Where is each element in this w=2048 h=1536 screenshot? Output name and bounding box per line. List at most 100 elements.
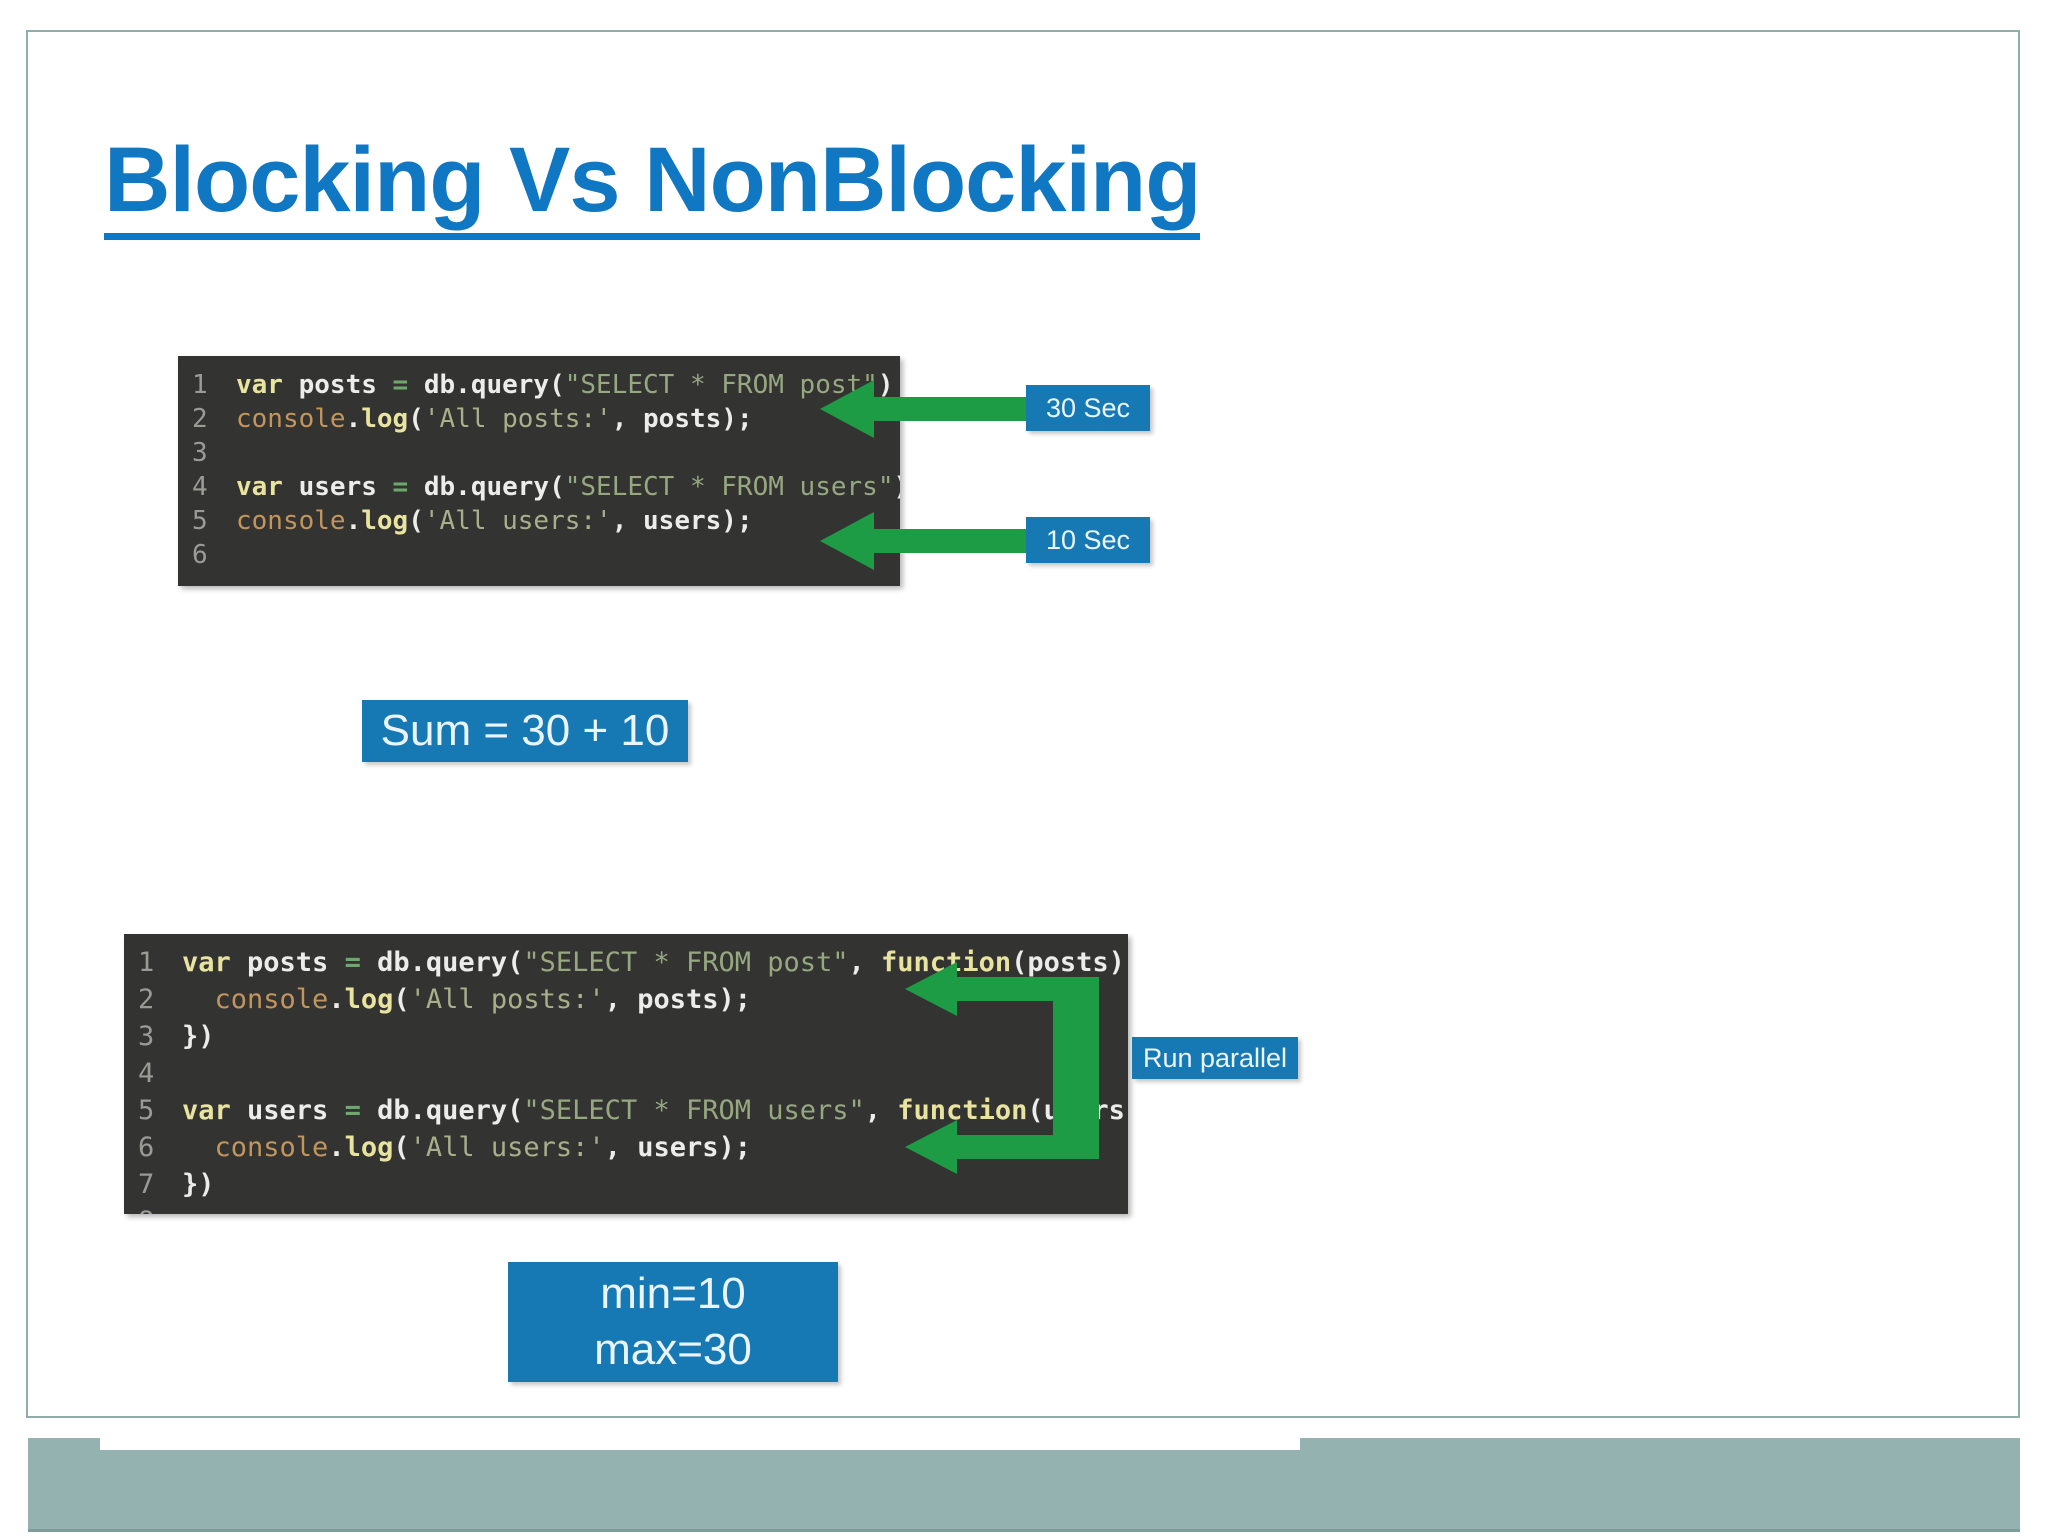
code-token: . [328,1132,345,1163]
code-token: log [361,404,409,434]
code-token: posts [637,984,719,1015]
minmax-min-text: min=10 [600,1269,746,1318]
footer-notch [28,1438,100,1452]
code-line: 3}) [138,1018,1128,1055]
code-line: 5 console.log('All users:', users); [192,504,900,538]
code-token: posts [247,947,345,978]
footer-band-right [1300,1438,2020,1532]
code-line: 6 [192,538,900,572]
footer-band-left [28,1450,1300,1532]
code-token: }) [182,1169,215,1200]
code-token: db.query( [423,370,565,400]
code-token: db.query( [377,947,524,978]
code-token: = [344,1095,378,1126]
code-token: ); [721,506,753,536]
code-token: , [611,506,644,536]
code-token: console [182,1132,329,1163]
code-line-text: }) [182,1018,215,1055]
code-token: ) [893,472,900,502]
code-token: , [604,984,638,1015]
code-line: 2 console.log('All posts:', posts); [192,402,900,436]
code-token: posts [643,404,722,434]
code-line: 6 console.log('All users:', users); [138,1129,1128,1166]
code-token: users [247,1095,345,1126]
code-line: 3 [192,436,900,470]
code-line: 2 console.log('All posts:', posts); [138,981,1128,1018]
code-token: users [637,1132,719,1163]
code-line-number: 5 [192,506,208,536]
code-token: 'All users:' [409,1132,605,1163]
code-token: = [392,472,424,502]
code-line-text: var posts = db.query("SELECT * FROM post… [182,944,1128,981]
code-token: 'All users:' [423,506,612,536]
code-token: . [345,506,362,536]
code-line-number: 1 [192,370,208,400]
code-token: var [182,947,248,978]
code-line-number: 2 [138,984,155,1015]
code-token: log [344,1132,394,1163]
code-token: log [344,984,394,1015]
code-token: ( [393,1132,410,1163]
code-line: 4 [138,1055,1128,1092]
code-token: . [328,984,345,1015]
code-line-number: 1 [138,947,155,978]
code-token: "SELECT * FROM users" [523,1095,865,1126]
blocking-code-lines: 1 var posts = db.query("SELECT * FROM pos… [192,368,900,572]
code-token: = [392,370,424,400]
code-token: console [236,404,346,434]
code-token: log [361,506,409,536]
code-token: ); [721,404,753,434]
page-title: Blocking Vs NonBlocking [104,132,1201,240]
code-line-number: 4 [192,472,208,502]
code-token: 'All posts:' [409,984,605,1015]
code-line-text: console.log('All users:', users); [236,504,753,538]
code-token: ( [408,404,424,434]
code-token: console [236,506,346,536]
code-token: users [298,472,393,502]
code-line-number: 6 [192,540,208,570]
code-token: var [236,472,299,502]
blocking-code-block: 1 var posts = db.query("SELECT * FROM pos… [178,356,900,586]
code-line: 1 var posts = db.query("SELECT * FROM pos… [192,368,900,402]
code-line-text: var posts = db.query("SELECT * FROM post… [236,368,893,402]
code-line-text: console.log('All posts:', posts); [236,402,753,436]
code-line-text: console.log('All posts:', posts); [182,981,752,1018]
code-token: console [182,984,329,1015]
code-token: "SELECT * FROM post" [523,947,849,978]
code-line: 4 var users = db.query("SELECT * FROM use… [192,470,900,504]
code-token: posts [298,370,393,400]
code-line: 8 [138,1203,1128,1214]
code-line-number: 3 [138,1021,155,1052]
code-line-text: }) [182,1166,215,1203]
code-token: var [236,370,299,400]
code-token: = [344,947,378,978]
code-token: , [848,947,882,978]
code-token: db.query( [377,1095,524,1126]
badge-nonblocking-minmax: min=10 max=30 [508,1262,838,1382]
badge-duration-users: 10 Sec [1026,517,1150,563]
code-token: ); [718,984,752,1015]
code-token: , [864,1095,898,1126]
code-token: , [611,404,644,434]
code-token: , [604,1132,638,1163]
code-line-text: var users = db.query("SELECT * FROM user… [182,1092,1128,1129]
code-line-number: 7 [138,1169,155,1200]
code-token: 'All posts:' [423,404,612,434]
code-token: "SELECT * FROM users" [564,472,894,502]
code-line-number: 6 [138,1132,155,1163]
code-line: 7}) [138,1166,1128,1203]
code-line-number: 3 [192,438,208,468]
code-token: ( [393,984,410,1015]
code-token: (users) [1027,1095,1128,1126]
code-token: var [182,1095,248,1126]
minmax-max-text: max=30 [594,1325,752,1374]
code-token: db.query( [423,472,565,502]
code-token: function [897,1095,1028,1126]
code-token: ); [718,1132,752,1163]
code-line-number: 2 [192,404,208,434]
code-line-text: var users = db.query("SELECT * FROM user… [236,470,900,504]
code-line-number: 8 [138,1203,182,1214]
